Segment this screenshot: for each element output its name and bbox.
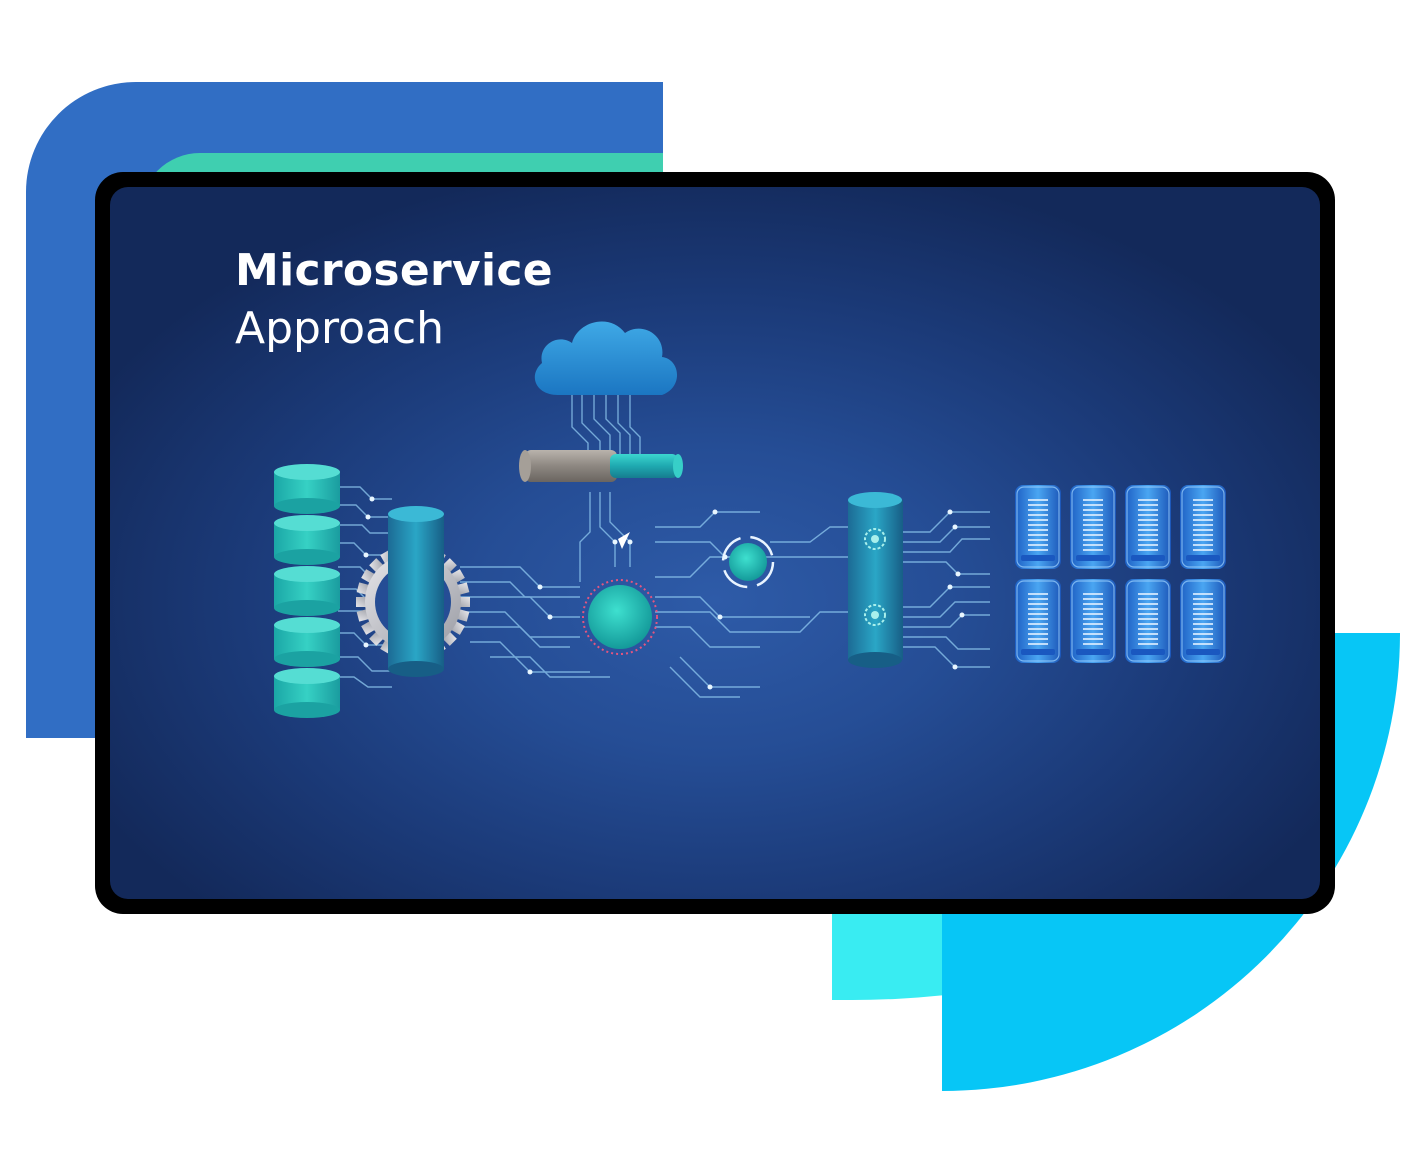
- circuit-lines: [338, 385, 990, 698]
- server-icon: [1180, 579, 1226, 663]
- server-icon: [1070, 579, 1116, 663]
- title-line-2: Approach: [235, 303, 445, 354]
- server-icon: [1180, 485, 1226, 569]
- title-line-1: Microservice: [235, 245, 553, 296]
- server-icon: [1015, 485, 1061, 569]
- server-icon: [1070, 485, 1116, 569]
- left-pipe-icon: [388, 506, 444, 677]
- right-pipe-icon: [848, 492, 903, 668]
- triangle-marker: [618, 532, 630, 549]
- server-icon: [1125, 579, 1171, 663]
- screen-frame: Microservice Approach: [95, 172, 1335, 914]
- server-icon: [1015, 579, 1061, 663]
- secondary-node: [721, 535, 775, 589]
- pipe-icon: [519, 450, 683, 482]
- screen-display: Microservice Approach: [110, 187, 1320, 899]
- page-title: Microservice Approach: [235, 242, 553, 358]
- center-node: [582, 579, 658, 655]
- server-icon: [1125, 485, 1171, 569]
- cloud-icon: [534, 321, 678, 395]
- server-grid: [1015, 485, 1226, 663]
- database-stack: [274, 464, 340, 718]
- microservice-diagram: [274, 321, 1226, 718]
